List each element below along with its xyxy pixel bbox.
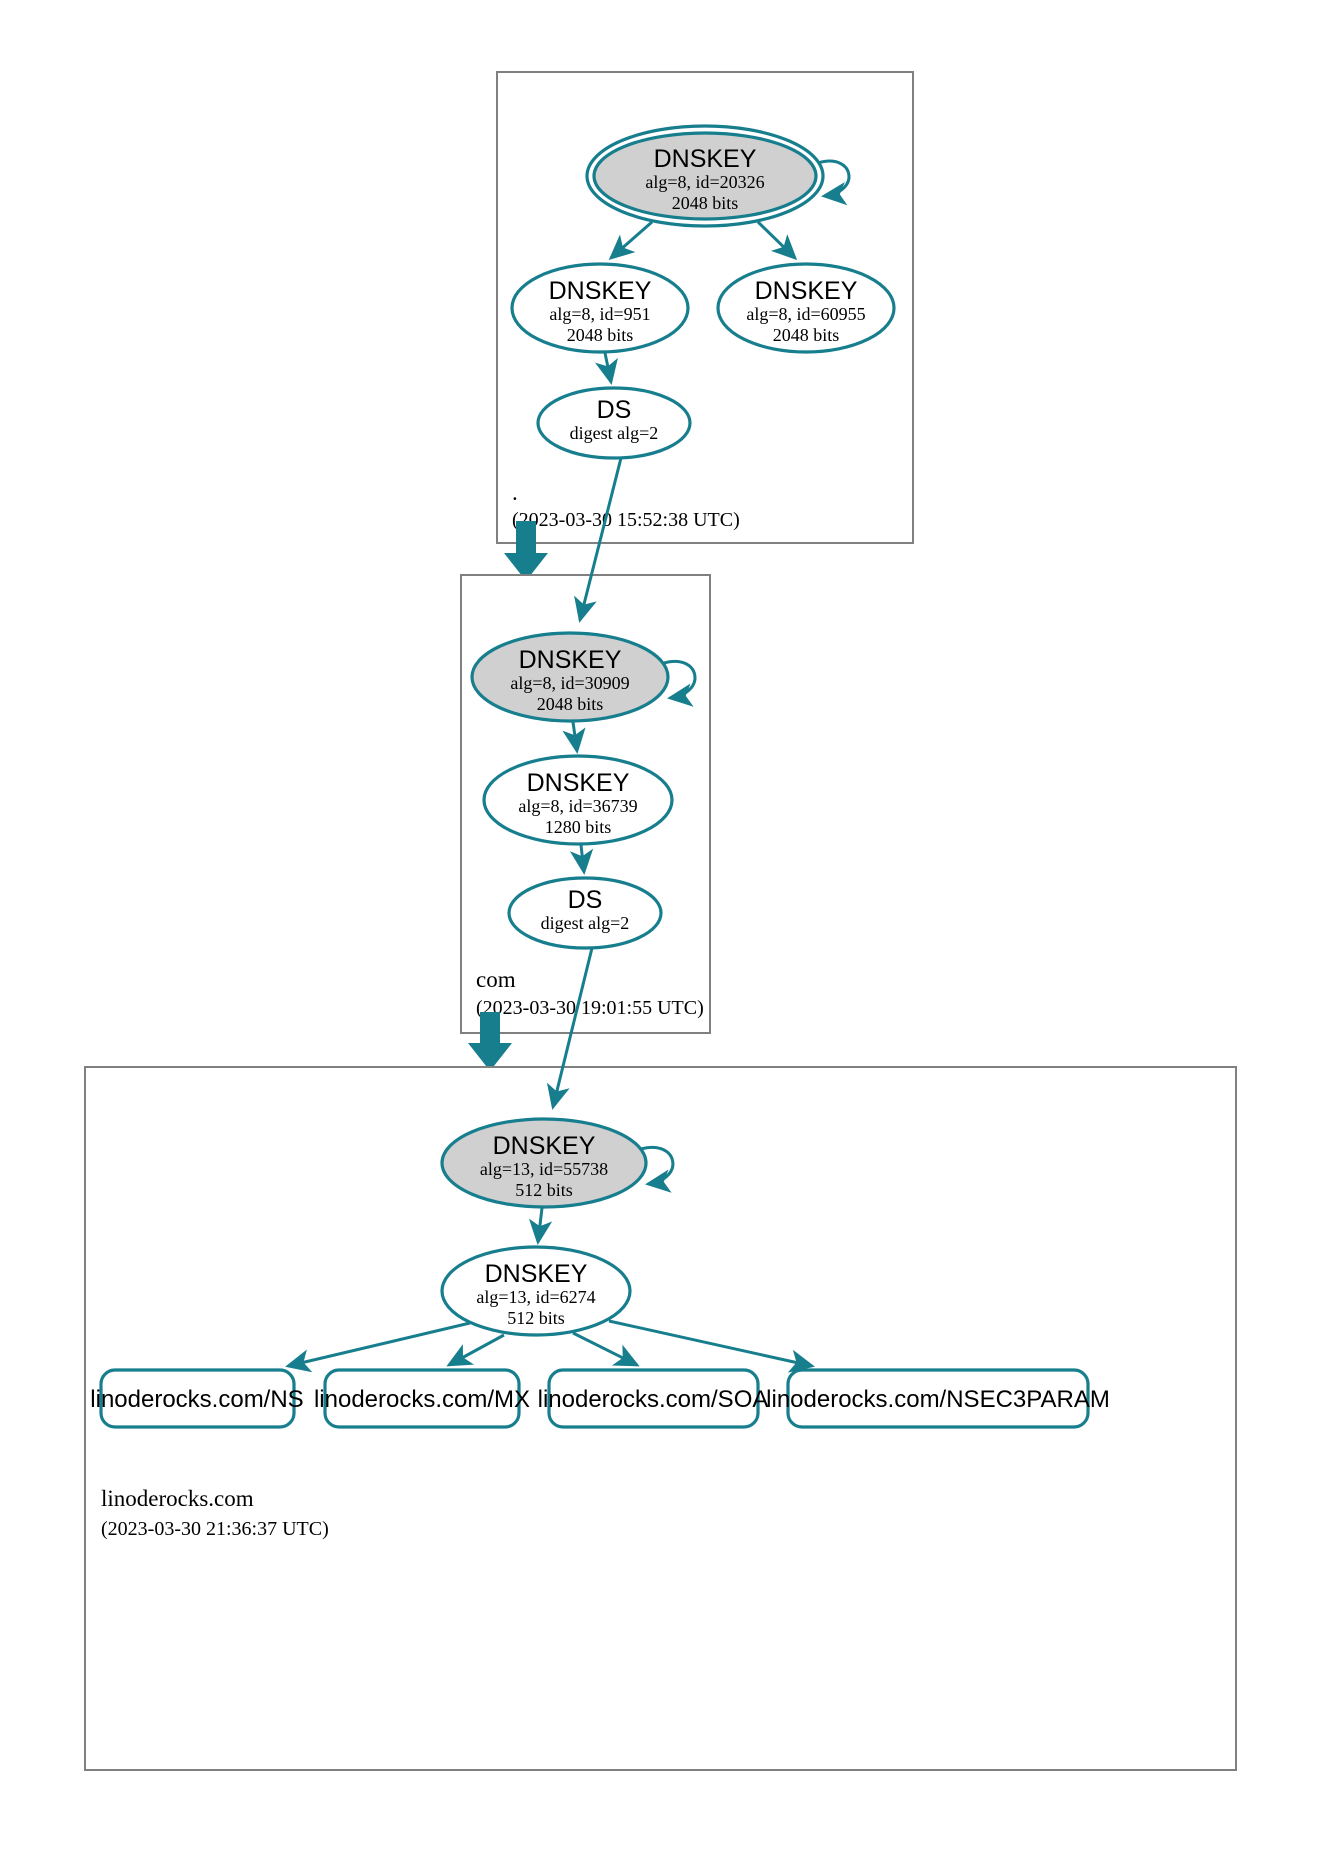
edge-root-ds-to-com-ksk bbox=[574, 457, 623, 623]
node-ellipse bbox=[536, 386, 692, 460]
edge-lr-zsk-to-mx bbox=[446, 1333, 505, 1367]
node-line1: alg=13, id=6274 bbox=[476, 1287, 595, 1307]
self-sign-loop-root-ksk bbox=[817, 159, 851, 206]
zone-label-root: . bbox=[512, 480, 518, 505]
rrset-label: linoderocks.com/SOA bbox=[538, 1386, 769, 1413]
delegation-arrow-com-to-linoderocks bbox=[468, 1012, 512, 1071]
node-line2: 512 bits bbox=[515, 1180, 573, 1200]
node-line1: alg=8, id=30909 bbox=[510, 673, 629, 693]
rrset-box bbox=[323, 1368, 521, 1429]
node-line2: 512 bits bbox=[507, 1308, 565, 1328]
node-com-ds[interactable]: DS digest alg=2 bbox=[507, 876, 663, 950]
node-linoderocks-zsk[interactable]: DNSKEY alg=13, id=6274 512 bits bbox=[440, 1245, 632, 1337]
node-ellipse bbox=[507, 876, 663, 950]
node-line1: alg=8, id=20326 bbox=[645, 172, 764, 192]
zone-timestamp-linoderocks: (2023-03-30 21:36:37 UTC) bbox=[101, 1518, 329, 1540]
node-line1: digest alg=2 bbox=[570, 423, 659, 443]
node-line2: 2048 bits bbox=[537, 694, 604, 714]
zone-timestamp-root: (2023-03-30 15:52:38 UTC) bbox=[512, 509, 740, 531]
node-title: DS bbox=[597, 396, 632, 424]
node-title: DNSKEY bbox=[519, 646, 622, 674]
node-com-zsk[interactable]: DNSKEY alg=8, id=36739 1280 bits bbox=[482, 754, 674, 846]
edge-lr-zsk-to-soa bbox=[572, 1331, 640, 1367]
rrset-nsec3param[interactable]: linoderocks.com/NSEC3PARAM bbox=[766, 1368, 1110, 1429]
node-line2: 1280 bits bbox=[545, 817, 612, 837]
rrset-soa[interactable]: linoderocks.com/SOA bbox=[538, 1368, 769, 1429]
edge-root-zsk951-to-ds bbox=[595, 352, 618, 385]
delegation-arrow-root-to-com bbox=[504, 521, 548, 581]
node-line2: 2048 bits bbox=[672, 193, 739, 213]
node-ellipse bbox=[482, 754, 674, 846]
self-sign-loop-linoderocks-ksk bbox=[640, 1145, 675, 1193]
edge-root-ksk-to-zsk60955 bbox=[756, 220, 798, 261]
rrset-box bbox=[786, 1368, 1090, 1429]
node-ellipse bbox=[440, 1245, 632, 1337]
node-ellipse bbox=[510, 262, 690, 354]
edge-com-ksk-to-zsk bbox=[562, 721, 586, 754]
rrset-label: linoderocks.com/MX bbox=[314, 1386, 530, 1413]
zone-label-com: com bbox=[476, 967, 516, 992]
node-title: DNSKEY bbox=[493, 1132, 596, 1160]
trust-anchor-outer-ring bbox=[585, 124, 825, 228]
node-root-zsk-951[interactable]: DNSKEY alg=8, id=951 2048 bits bbox=[510, 262, 690, 354]
node-line2: 2048 bits bbox=[567, 325, 634, 345]
node-ellipse bbox=[440, 1117, 648, 1209]
node-title: DNSKEY bbox=[527, 769, 630, 797]
edge-root-ksk-to-zsk951 bbox=[608, 220, 653, 260]
node-linoderocks-ksk[interactable]: DNSKEY alg=13, id=55738 512 bits bbox=[440, 1117, 648, 1209]
zone-timestamp-com: (2023-03-30 19:01:55 UTC) bbox=[476, 997, 704, 1019]
node-line1: alg=13, id=55738 bbox=[480, 1159, 608, 1179]
rrset-label: linoderocks.com/NS bbox=[90, 1386, 303, 1413]
rrset-ns[interactable]: linoderocks.com/NS bbox=[90, 1368, 304, 1429]
rrset-box bbox=[547, 1368, 760, 1429]
edge-lr-zsk-to-nsec3param bbox=[608, 1319, 815, 1373]
node-ellipse bbox=[470, 631, 670, 723]
node-line1: alg=8, id=36739 bbox=[518, 796, 637, 816]
node-root-ksk[interactable]: DNSKEY alg=8, id=20326 2048 bits bbox=[585, 124, 825, 228]
node-line1: digest alg=2 bbox=[541, 913, 630, 933]
node-ellipse bbox=[716, 262, 896, 354]
node-title: DNSKEY bbox=[549, 277, 652, 305]
node-title: DNSKEY bbox=[654, 145, 757, 173]
rrset-label: linoderocks.com/NSEC3PARAM bbox=[766, 1386, 1110, 1413]
rrset-box bbox=[99, 1368, 296, 1429]
node-title: DNSKEY bbox=[755, 277, 858, 305]
node-ellipse bbox=[592, 131, 818, 221]
node-line1: alg=8, id=951 bbox=[549, 304, 650, 324]
node-line2: 2048 bits bbox=[773, 325, 840, 345]
node-title: DS bbox=[568, 886, 603, 914]
edge-com-ds-to-lr-ksk bbox=[546, 947, 594, 1110]
edge-com-zsk-to-ds bbox=[569, 844, 594, 875]
zone-label-linoderocks: linoderocks.com bbox=[101, 1486, 254, 1511]
node-line1: alg=8, id=60955 bbox=[746, 304, 865, 324]
edge-lr-ksk-to-zsk bbox=[528, 1207, 553, 1245]
node-title: DNSKEY bbox=[485, 1260, 588, 1288]
self-sign-loop-com-ksk bbox=[663, 659, 697, 707]
node-com-ksk[interactable]: DNSKEY alg=8, id=30909 2048 bits bbox=[470, 631, 670, 723]
node-root-zsk-60955[interactable]: DNSKEY alg=8, id=60955 2048 bits bbox=[716, 262, 896, 354]
rrset-mx[interactable]: linoderocks.com/MX bbox=[314, 1368, 530, 1429]
edge-lr-zsk-to-ns bbox=[285, 1321, 471, 1373]
node-root-ds[interactable]: DS digest alg=2 bbox=[536, 386, 692, 460]
